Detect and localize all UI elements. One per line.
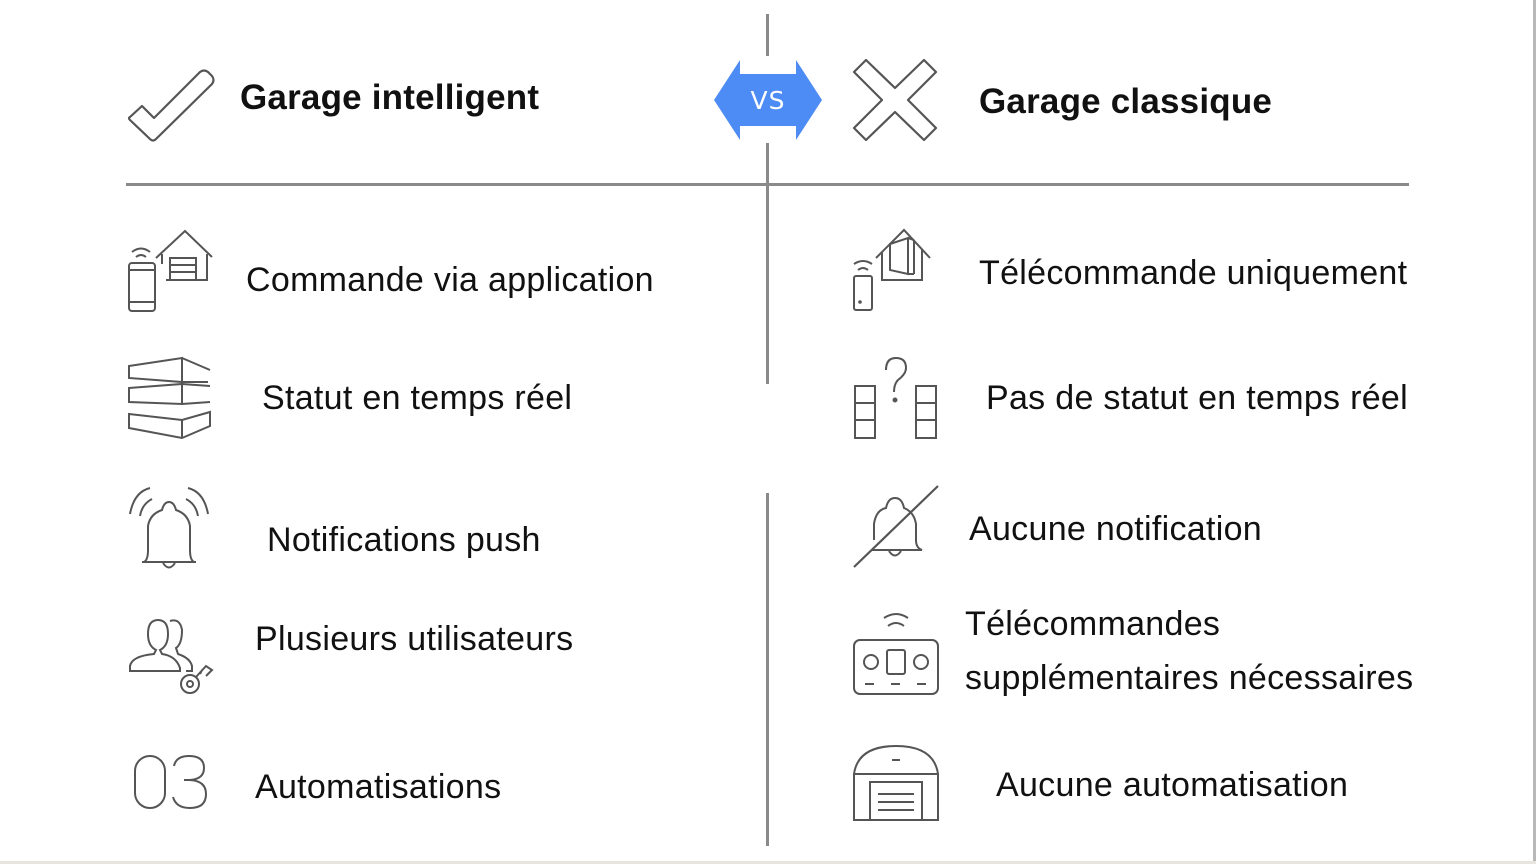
double-arrow-hexagon-icon [714,60,822,140]
remote-house-door-icon [850,228,934,314]
smart-garage-title: Garage intelligent [240,78,540,117]
ringing-bell-icon [126,482,212,570]
users-key-icon [126,608,216,698]
vs-label: VS [750,85,786,115]
center-divider-top [766,14,769,56]
cross-icon [852,58,938,142]
feature-app-control: Commande via application [246,261,654,299]
feature-multiple-users: Plusieurs utilisateurs [255,620,574,658]
garage-door-icon [852,742,940,822]
stacked-status-panels-icon [126,354,216,442]
center-divider-middle [766,143,769,384]
feature-no-notification: Aucune notification [969,510,1263,548]
question-status-icon [852,354,940,442]
feature-extra-remotes-line2: supplémentaires nécessaires [965,659,1414,697]
feature-remote-only: Télécommande uniquement [979,254,1408,292]
checkmark-icon [126,68,216,144]
feature-no-realtime-status: Pas de statut en temps réel [986,379,1408,417]
bell-muted-icon [852,484,940,570]
number-03-icon [132,752,212,812]
header-divider [126,183,1409,186]
frame-edge-bottom [0,861,1536,864]
feature-extra-remotes: Télécommandes supplémentaires nécessaire… [965,597,1413,705]
classic-garage-title: Garage classique [979,82,1273,121]
feature-push-notifications: Notifications push [267,521,541,559]
vs-badge: VS [714,60,822,140]
phone-house-garage-icon [126,228,216,314]
feature-extra-remotes-line1: Télécommandes [965,605,1221,643]
frame-edge-right [1533,0,1536,864]
feature-automations: Automatisations [255,768,502,806]
feature-realtime-status: Statut en temps réel [262,379,573,417]
center-divider-bottom [766,493,769,846]
feature-no-automation: Aucune automatisation [996,766,1349,804]
remote-control-icon [852,610,940,698]
